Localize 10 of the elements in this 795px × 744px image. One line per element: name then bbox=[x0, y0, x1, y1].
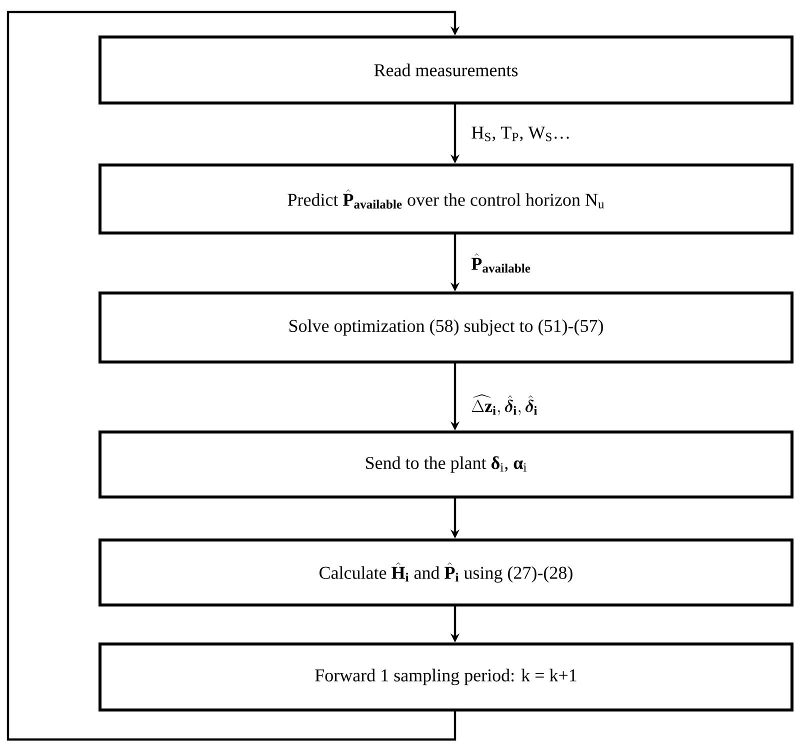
edge-label: H$_{S}$, T$_{P}$, W$_{S}$… bbox=[470, 126, 572, 142]
edge-label: $\hat{\mathbf{P}}_{\mathbf{available}}$ bbox=[470, 252, 532, 274]
process-box: Read measurements bbox=[98, 36, 794, 104]
process-box: $\text{Calculate } \hat{\mathbf{H}}_{\mathbf{i}} \text{ and } \hat{\mathbf{P}}_{\mathbf{i}} \text{ using (27)-(28)}$ bbox=[98, 538, 794, 606]
process-box: Send to the plant δ$_{i}$, α$_{i}$ bbox=[98, 430, 794, 498]
process-box: Forward 1 sampling period: k = k+1 bbox=[98, 642, 794, 712]
edge-label: $\widehat{\Delta\mathbf{z}}_{\mathbf{i}}, \hat{\bm{\delta}}_{\mathbf{i}}, \hat{\bm{\delta}}_{\mathbf{i}}$ bbox=[470, 394, 539, 416]
process-box: Solve optimization (58) subject to (51)-(57) bbox=[98, 292, 794, 364]
arrow bbox=[6, 10, 460, 741]
process-box: $\text{Predict } \hat{\mathbf{P}}_{\mathbf{available}} \text{ over the control horizon N}_{\text{u}}$ bbox=[98, 164, 794, 234]
